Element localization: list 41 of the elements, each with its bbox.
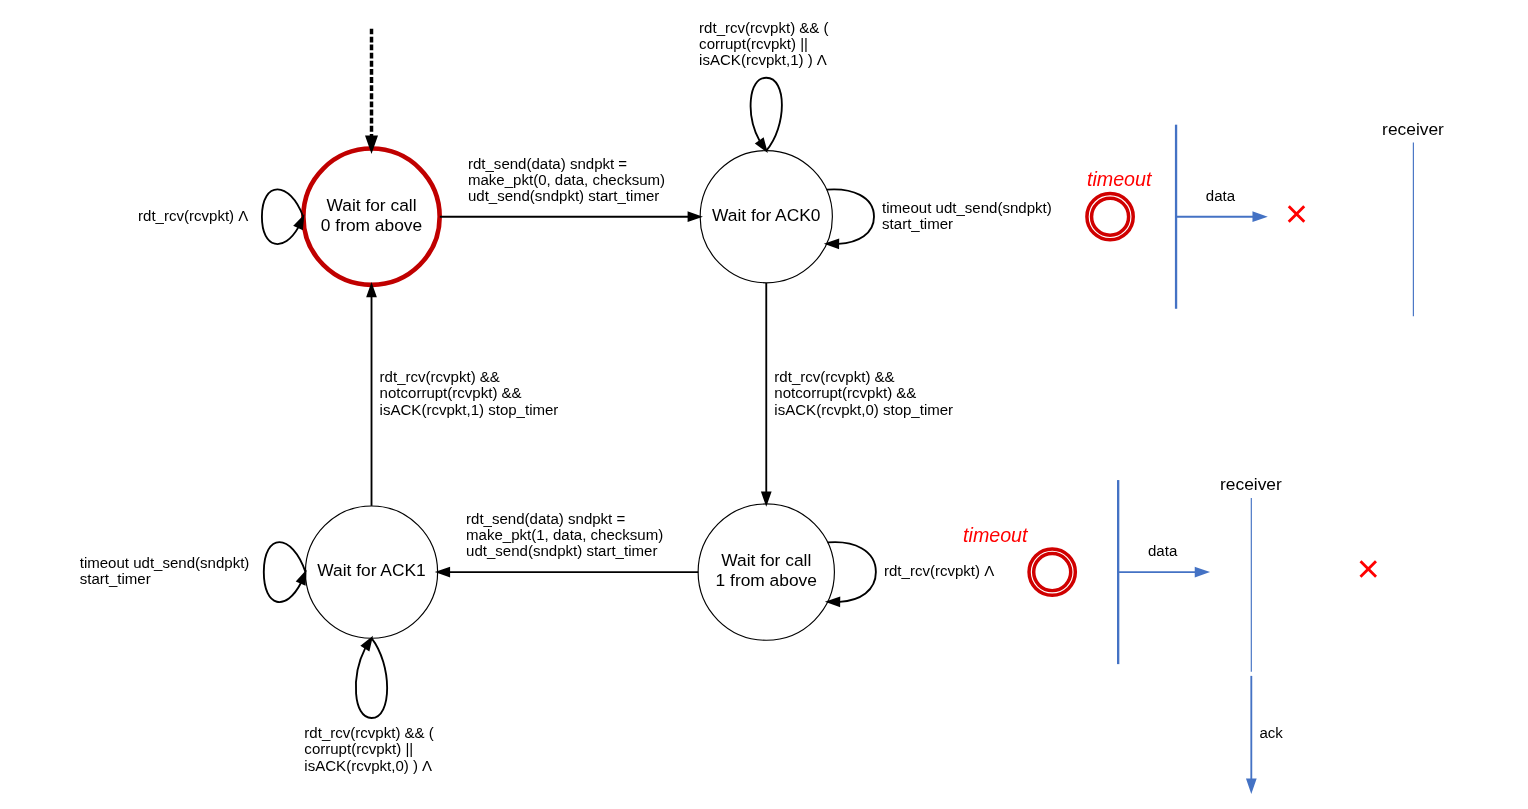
node-picture — [1026, 547, 1077, 597]
node-text: × — [1356, 546, 1380, 591]
arrow — [823, 188, 875, 250]
edge-label: rdt_rcv(rcvpkt) Λ — [137, 206, 248, 224]
edge-label: data — [1147, 542, 1177, 560]
node-picture — [1084, 191, 1135, 242]
node-label: timeout — [1086, 168, 1151, 191]
arrow — [824, 541, 877, 608]
edge-label: timeout udt_send(sndpkt) start_timer — [881, 198, 1052, 232]
arrow — [1117, 566, 1210, 578]
edge-label: rdt_rcv(rcvpkt) && ( corrupt(rcvpkt) || isACK(rcvpkt,1) ) Λ — [698, 19, 829, 69]
arrow — [354, 635, 388, 719]
arrow — [262, 541, 307, 603]
node-text: × — [1284, 190, 1308, 235]
node-circle: Wait for ACK1 — [304, 505, 438, 639]
arrow — [434, 566, 699, 578]
arrow — [365, 281, 377, 507]
edge-label: timeout udt_send(sndpkt) start_timer — [79, 553, 249, 588]
edge-label: rdt_send(data) sndpkt = make_pkt(0, data, checksum) udt_send(sndpkt) start_timer — [467, 154, 665, 204]
edge-label: rdt_rcv(rcvpkt) && notcorrupt(rcvpkt) && isACK(rcvpkt,1) stop_timer — [379, 368, 558, 418]
node-label: timeout — [962, 523, 1028, 546]
edge-label: rdt_rcv(rcvpkt) && ( corrupt(rcvpkt) || isACK(rcvpkt,0) ) Λ — [303, 724, 434, 774]
arrow — [749, 76, 783, 154]
edge-label: ack — [1258, 723, 1283, 741]
arrow — [364, 28, 378, 154]
node-circle: Wait for call 1 from above — [697, 503, 835, 641]
node-bar — [1174, 124, 1177, 309]
node-bar — [1116, 480, 1119, 665]
arrow — [1175, 211, 1268, 223]
node-text: receiver — [1219, 473, 1282, 494]
node-text: receiver — [1381, 118, 1444, 139]
edge-label: data — [1205, 186, 1235, 204]
arrow — [760, 282, 772, 507]
arrow — [438, 211, 703, 223]
node-circle: Wait for ACK0 — [699, 150, 833, 284]
arrow — [1245, 674, 1257, 794]
edge-label: rdt_rcv(rcvpkt) Λ — [883, 562, 994, 580]
arrow — [260, 188, 304, 245]
edge-label: rdt_send(data) sndpkt = make_pkt(1, data, checksum) udt_send(sndpkt) start_timer — [465, 509, 663, 560]
node-circle: Wait for call 0 from above — [300, 146, 442, 288]
edge-label: rdt_rcv(rcvpkt) && notcorrupt(rcvpkt) && isACK(rcvpkt,0) stop_timer — [773, 368, 953, 418]
